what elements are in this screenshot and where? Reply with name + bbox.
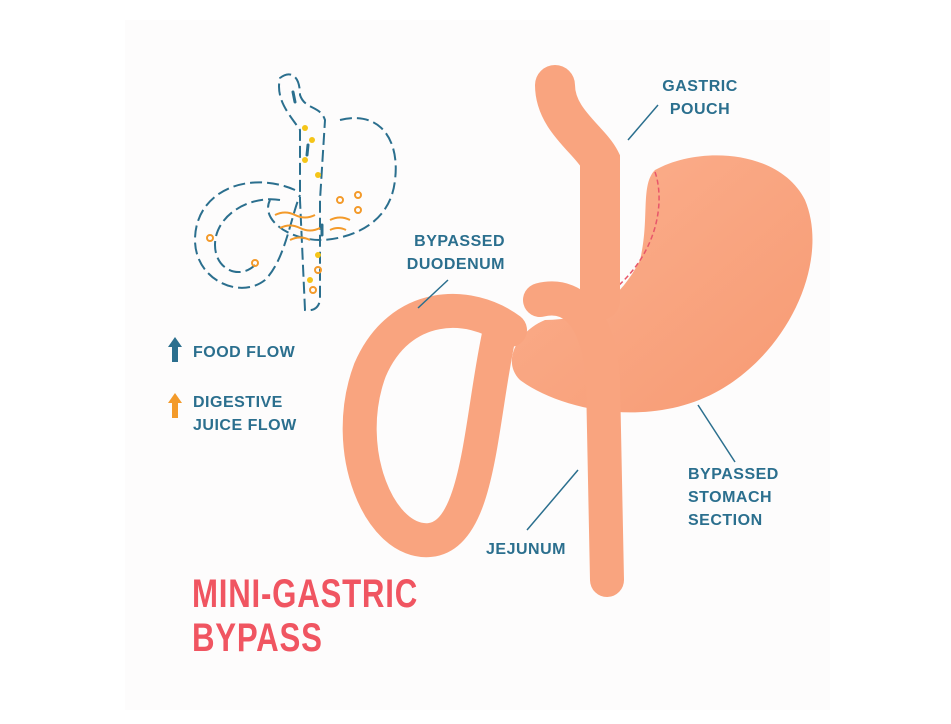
- leader-lines: [417, 104, 736, 531]
- label-line: BYPASSED: [414, 233, 505, 250]
- label-bypassed-stomach-section: BYPASSED STOMACH SECTION: [688, 463, 779, 532]
- label-bypassed-duodenum: BYPASSED DUODENUM: [395, 230, 505, 276]
- label-line: JUICE FLOW: [193, 417, 297, 434]
- legend-juice-flow: DIGESTIVE JUICE FLOW: [193, 391, 297, 437]
- schematic-flow-marks: [206, 90, 362, 294]
- title-line: MINI-GASTRIC: [192, 572, 419, 616]
- legend-food-flow: FOOD FLOW: [193, 344, 296, 361]
- diagram-title: MINI-GASTRIC BYPASS: [192, 572, 418, 660]
- label-line: STOMACH: [688, 489, 773, 506]
- label-line: DIGESTIVE: [193, 394, 283, 411]
- label-line: POUCH: [669, 101, 731, 118]
- schematic-diagram: [193, 73, 397, 312]
- title-line: BYPASS: [192, 616, 323, 660]
- label-gastric-pouch: GASTRIC POUCH: [660, 75, 740, 121]
- label-line: SECTION: [688, 512, 763, 529]
- gastric-pouch: [535, 65, 620, 320]
- label-line: BYPASSED: [688, 466, 779, 483]
- label-jejunum: JEJUNUM: [486, 541, 566, 558]
- label-line: GASTRIC: [662, 78, 738, 95]
- food-flow-arrow-icon: [168, 337, 182, 362]
- juice-flow-arrow-icon: [168, 393, 182, 418]
- jejunum-loop: [342, 281, 624, 597]
- label-line: DUODENUM: [406, 256, 505, 273]
